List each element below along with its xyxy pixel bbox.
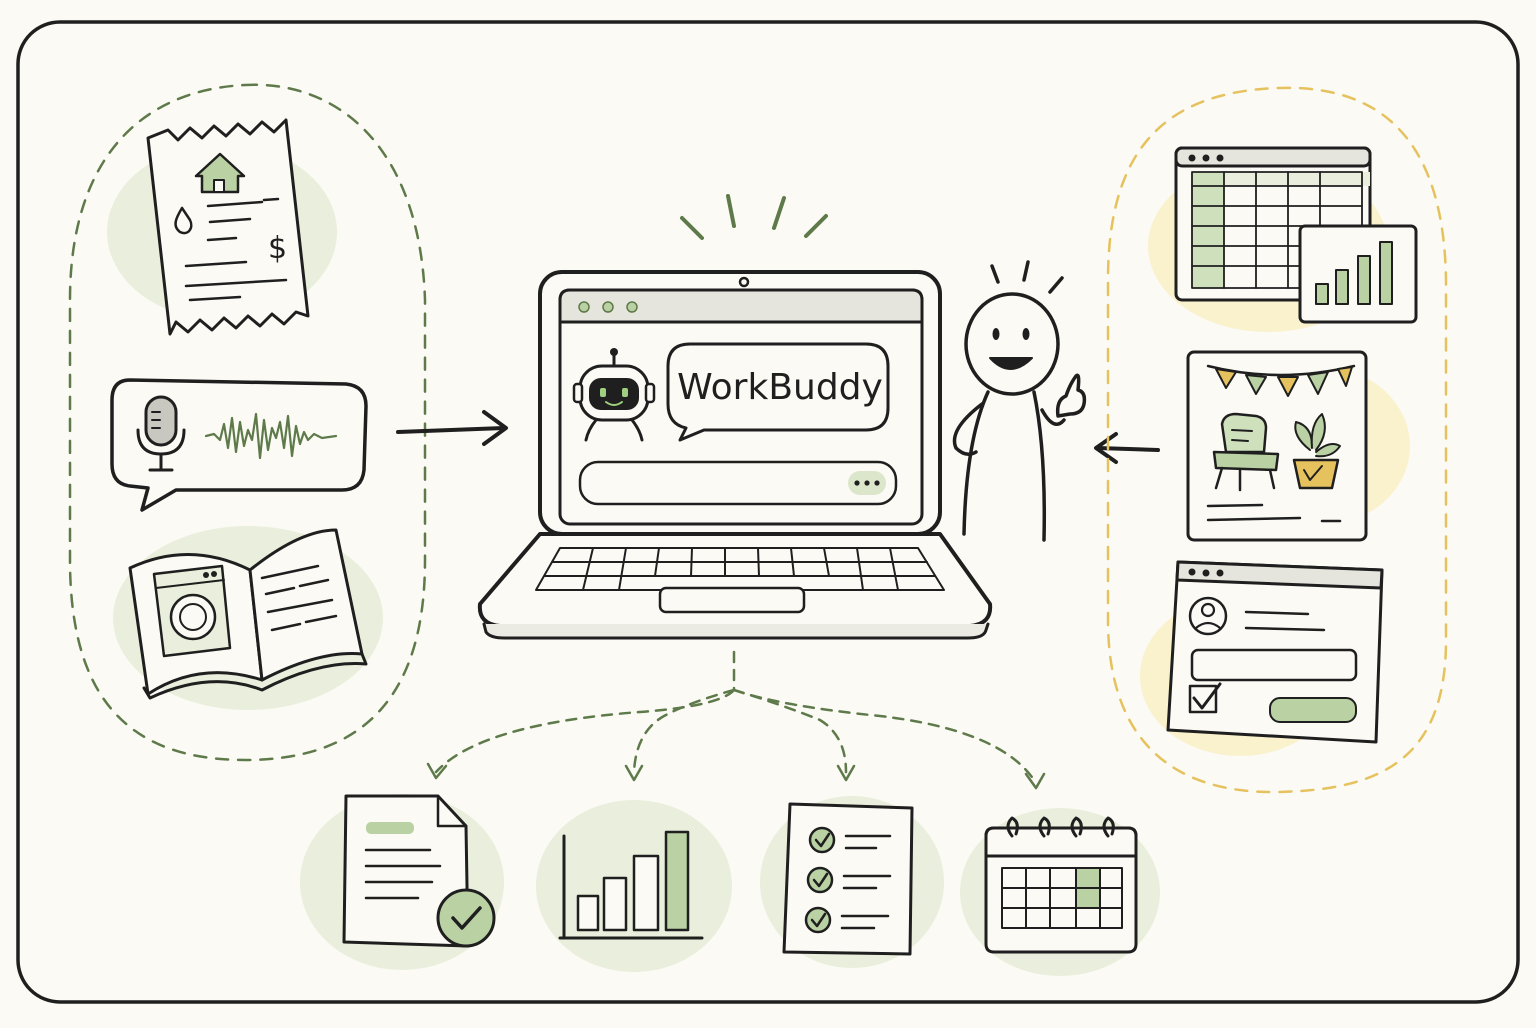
calendar-icon bbox=[960, 808, 1160, 976]
event-planning-card-icon bbox=[1186, 350, 1410, 542]
more-dot-2 bbox=[864, 480, 870, 486]
bar-chart-icon bbox=[536, 800, 732, 972]
window-dot-2 bbox=[602, 301, 614, 313]
input-arrow bbox=[396, 410, 508, 446]
laptop: WorkBuddy bbox=[477, 194, 993, 640]
input-group-outline bbox=[68, 83, 427, 762]
washing-machine-icon bbox=[152, 564, 232, 658]
chat-input[interactable] bbox=[578, 460, 898, 506]
checklist-icon bbox=[760, 796, 944, 968]
sparkle-lines bbox=[680, 194, 828, 240]
window-dot-1 bbox=[578, 301, 590, 313]
submit-button bbox=[1269, 697, 1357, 723]
water-drop-icon bbox=[174, 206, 193, 235]
sound-wave bbox=[204, 412, 338, 460]
receipt-icon: $ bbox=[107, 118, 337, 336]
armchair-icon bbox=[1212, 412, 1280, 492]
checkbox-icon bbox=[1188, 682, 1222, 714]
person-thumbs-up-icon bbox=[952, 260, 1087, 542]
app-name-label: WorkBuddy bbox=[677, 367, 883, 408]
potted-plant-icon bbox=[1292, 413, 1341, 490]
voice-message-icon bbox=[110, 378, 368, 512]
more-dot-1 bbox=[854, 480, 860, 486]
window-dot-3 bbox=[626, 301, 638, 313]
output-arrowheads bbox=[426, 762, 1046, 790]
speech-bubble bbox=[666, 342, 890, 442]
user-avatar-icon bbox=[1188, 596, 1228, 636]
dollar-icon: $ bbox=[268, 231, 287, 266]
more-dot-3 bbox=[874, 480, 880, 486]
form-window-icon bbox=[1140, 560, 1384, 756]
microphone-icon bbox=[136, 395, 186, 472]
robot-icon bbox=[572, 348, 656, 442]
output-branches bbox=[434, 650, 1036, 782]
manual-icon bbox=[113, 526, 383, 710]
tools-group-outline bbox=[1106, 86, 1448, 794]
chart-card-icon bbox=[1298, 224, 1418, 324]
document-check-icon bbox=[300, 794, 504, 970]
house-icon bbox=[194, 152, 246, 194]
trackpad bbox=[658, 586, 806, 614]
keyboard bbox=[535, 547, 945, 591]
webcam bbox=[738, 276, 750, 288]
